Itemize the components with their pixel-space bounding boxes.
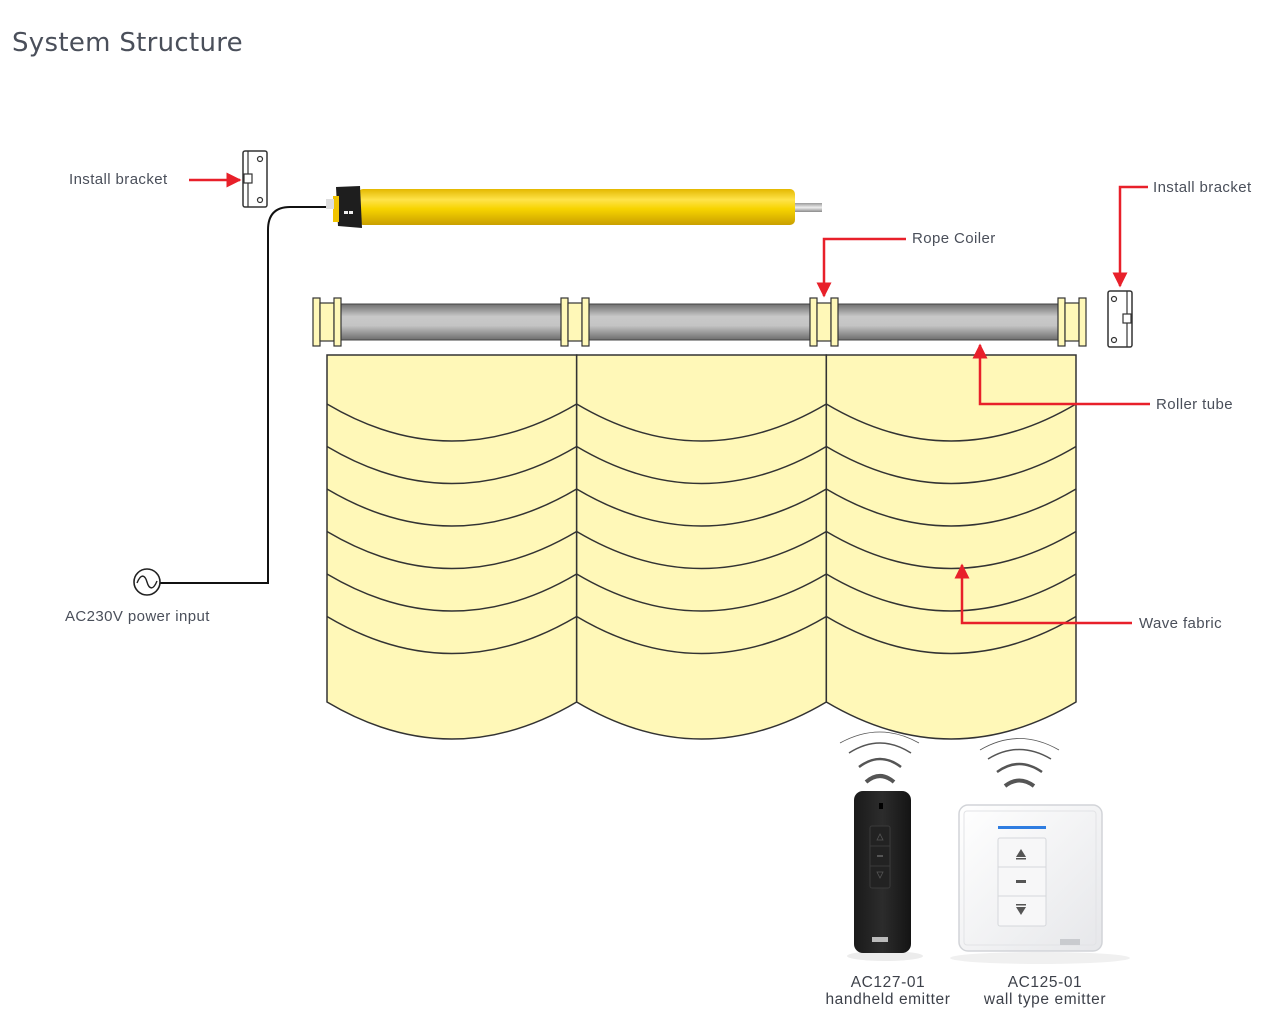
label-wave-fabric: Wave fabric xyxy=(1139,615,1223,632)
ac-power-icon xyxy=(133,568,161,596)
fabric-panel xyxy=(326,354,578,740)
stop-button-icon xyxy=(877,855,883,857)
fabric-panel xyxy=(575,354,828,740)
caption-wall-emitter: AC125-01 wall type emitter xyxy=(970,974,1120,1008)
roller-tube xyxy=(337,303,1064,341)
brand-badge xyxy=(1060,939,1080,945)
rope-coiler xyxy=(1057,297,1087,347)
fabric-fold-line xyxy=(326,615,578,655)
wall-emitter xyxy=(950,804,1130,964)
fabric-panel xyxy=(825,354,1077,740)
fabric-fold-line xyxy=(326,403,578,442)
fabric-fold-line xyxy=(326,573,578,612)
callout-arrow-bracket-right xyxy=(1112,185,1148,288)
up-button-icon xyxy=(876,833,884,841)
power-cable xyxy=(160,206,330,584)
label-rope-coiler: Rope Coiler xyxy=(912,230,996,247)
label-roller-tube: Roller tube xyxy=(1156,396,1233,413)
label-install-bracket-left: Install bracket xyxy=(69,171,168,188)
callout-arrow-wave-fabric xyxy=(954,563,1132,625)
label-install-bracket-right: Install bracket xyxy=(1153,179,1252,196)
down-button-icon xyxy=(1016,907,1026,915)
install-bracket-right xyxy=(1107,290,1133,348)
rope-coiler xyxy=(312,297,342,347)
fabric-fold-line xyxy=(326,530,578,570)
fabric-fold-line xyxy=(576,445,827,485)
handheld-emitter xyxy=(847,791,923,961)
brand-badge xyxy=(872,937,888,942)
fabric-fold-line xyxy=(576,615,827,655)
fabric-fold-line xyxy=(825,403,1077,442)
stop-button-icon xyxy=(1016,880,1026,883)
install-bracket-left xyxy=(242,150,268,208)
fabric-fold-line xyxy=(825,573,1077,612)
signal-waves-handheld xyxy=(839,731,920,784)
fabric-fold-line xyxy=(825,530,1077,570)
down-button-icon xyxy=(876,871,884,879)
emitter-model: AC127-01 xyxy=(850,974,926,991)
label-power-input: AC230V power input xyxy=(65,608,210,625)
fabric-fold-line xyxy=(825,445,1077,485)
fabric-fold-line xyxy=(326,488,578,527)
emitter-model: AC125-01 xyxy=(1007,974,1083,991)
emitter-type: wall type emitter xyxy=(983,991,1107,1008)
up-button-icon xyxy=(1016,849,1026,857)
fabric-fold-line xyxy=(576,573,827,612)
callout-arrow-rope-coiler xyxy=(816,237,906,298)
fabric-fold-line xyxy=(576,530,827,570)
fabric-fold-line xyxy=(326,445,578,485)
emitter-type: handheld emitter xyxy=(825,991,951,1008)
rope-coiler xyxy=(809,297,839,347)
signal-waves-wall xyxy=(979,738,1060,788)
fabric-fold-line xyxy=(576,488,827,527)
rope-coilers xyxy=(312,297,1087,347)
page-title: System Structure xyxy=(12,28,243,58)
rope-coiler xyxy=(560,297,590,347)
tubular-motor xyxy=(326,186,822,228)
fabric-fold-line xyxy=(825,615,1077,655)
wave-fabric xyxy=(326,354,1077,740)
caption-handheld-emitter: AC127-01 handheld emitter xyxy=(815,974,961,1008)
fabric-fold-line xyxy=(825,488,1077,527)
callout-arrow-roller-tube xyxy=(972,343,1150,406)
fabric-fold-line xyxy=(576,403,827,442)
